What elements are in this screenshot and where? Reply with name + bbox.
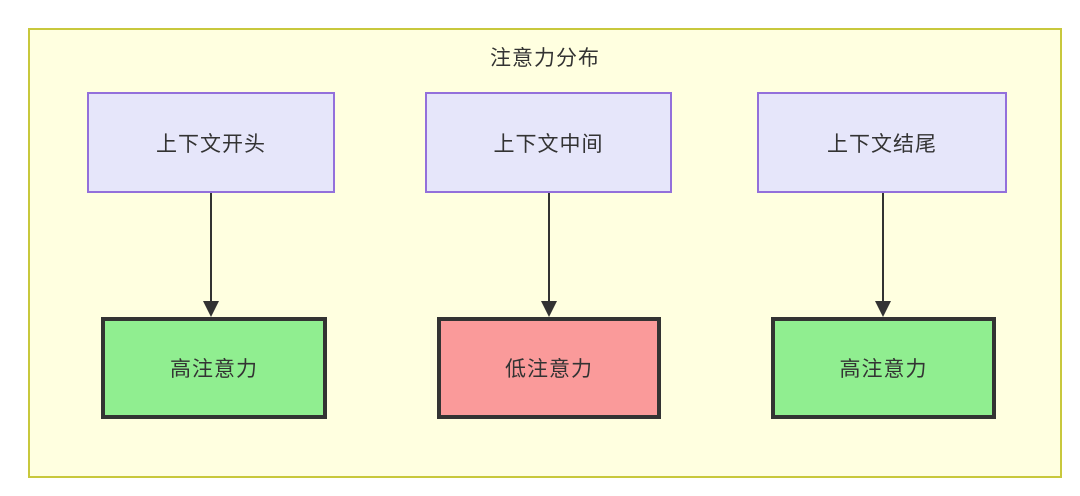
node-label: 上下文中间 — [493, 132, 604, 156]
node-label: 上下文结尾 — [827, 132, 937, 156]
node-attention-middle[interactable]: 低注意力 — [437, 317, 661, 419]
node-label: 低注意力 — [505, 358, 593, 381]
node-context-end[interactable]: 上下文结尾 — [757, 92, 1007, 193]
node-label: 高注意力 — [839, 358, 928, 381]
node-label: 上下文开头 — [156, 132, 266, 156]
node-context-middle[interactable]: 上下文中间 — [425, 92, 672, 193]
node-context-start[interactable]: 上下文开头 — [87, 92, 335, 193]
node-attention-start[interactable]: 高注意力 — [101, 317, 327, 419]
diagram-title: 注意力分布 — [490, 47, 600, 70]
node-label: 高注意力 — [170, 358, 258, 381]
node-attention-end[interactable]: 高注意力 — [771, 317, 996, 419]
